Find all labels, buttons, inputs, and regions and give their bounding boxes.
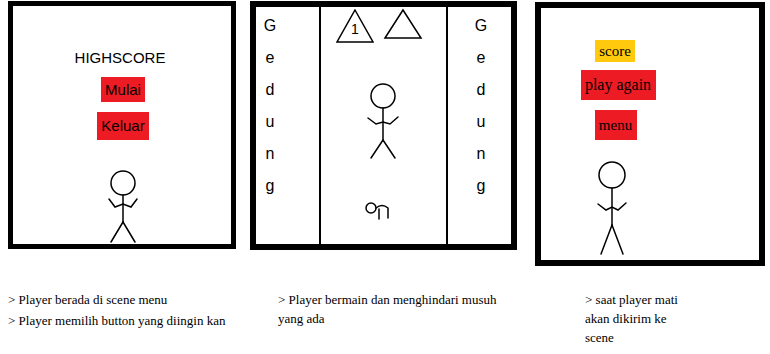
scene-caption: > Player bermain dan menghindari musuh y…	[278, 290, 503, 328]
menu-button: Mulai	[101, 77, 145, 102]
scene-caption: > saat player mati akan dikirim ke scene	[585, 290, 697, 347]
enemy-triangle	[385, 10, 421, 38]
scene-caption: > Player memilih button yang diingin kan	[8, 311, 225, 330]
menu-button: menu	[595, 110, 637, 140]
button-label: score	[599, 42, 631, 60]
menu-button: Keluar	[97, 112, 149, 140]
warning-triangle: 1	[336, 9, 374, 43]
crouching-figure	[366, 203, 388, 219]
button-label: menu	[599, 116, 632, 134]
button-label: Keluar	[101, 117, 144, 135]
building-label: Gedung	[262, 10, 278, 202]
menu-scene-panel: HIGHSCORE> Player berada di scene menu> …	[8, 1, 236, 249]
stick-figure	[109, 171, 137, 242]
lane-line	[446, 7, 448, 244]
score-box: score	[595, 40, 635, 62]
menu-button: play again	[581, 70, 656, 100]
building-label: Gedung	[473, 10, 489, 202]
scene-caption: > Player berada di scene menu	[8, 290, 167, 309]
end-scene-panel: > saat player mati akan dikirim ke scene…	[535, 2, 765, 266]
callout-number: 1	[336, 22, 374, 36]
stick-figure	[368, 84, 398, 158]
button-label: play again	[585, 76, 651, 94]
highscore-label: HIGHSCORE	[65, 49, 175, 67]
lane-line	[319, 7, 321, 244]
stick-figure	[598, 162, 626, 254]
button-label: Mulai	[105, 81, 141, 99]
game-scene-panel: GedungGedung> Player bermain dan menghin…	[250, 1, 517, 250]
